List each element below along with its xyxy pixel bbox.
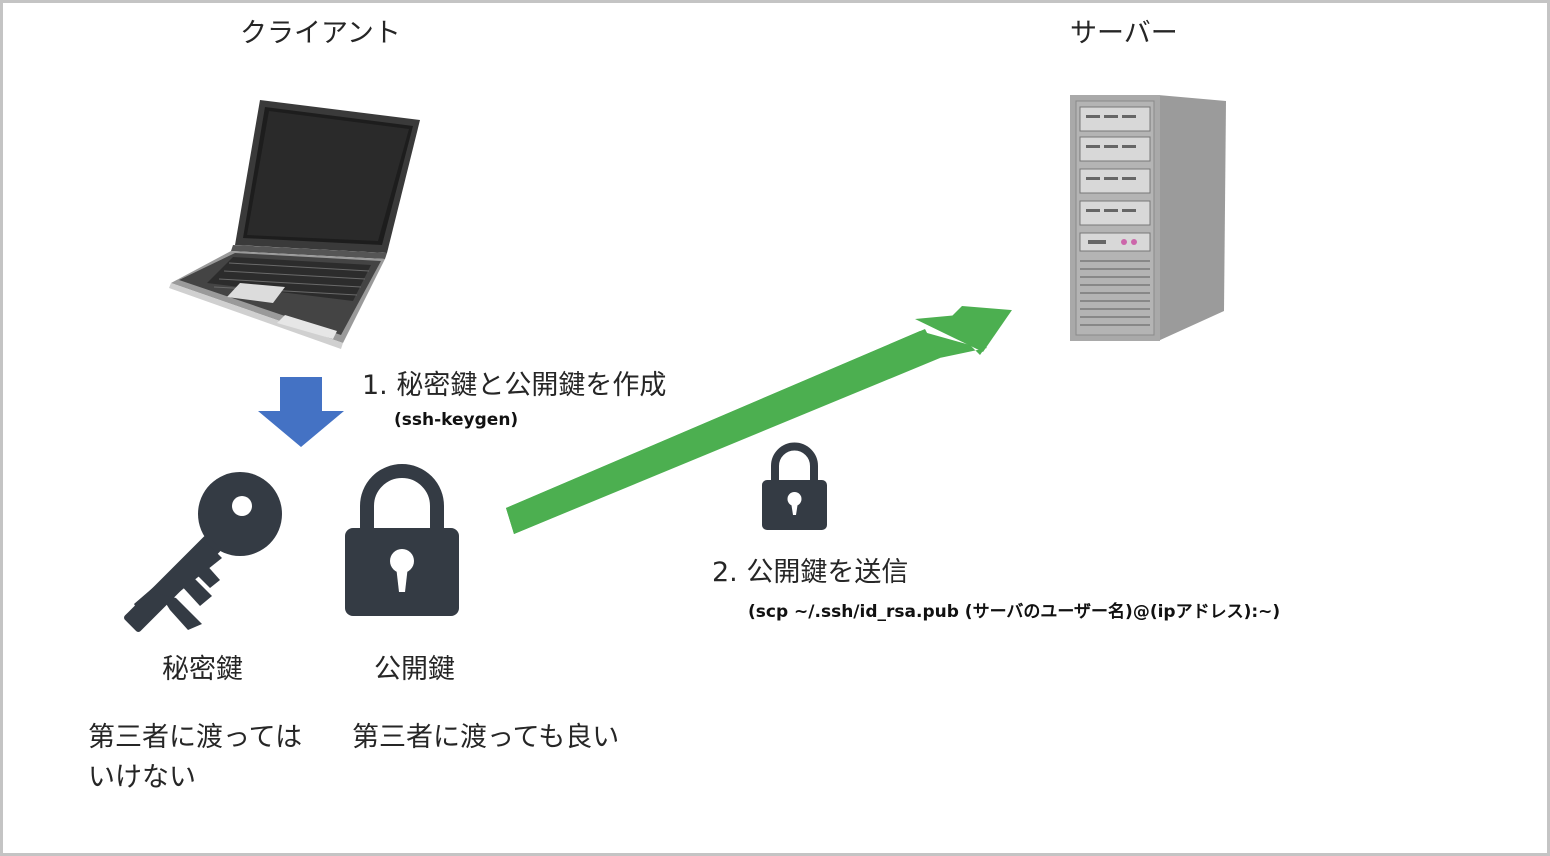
public-key-label: 公開鍵 — [374, 654, 455, 686]
step2-command: (scp ~/.ssh/id_rsa.pub (サーバのユーザー名)@(ipアド… — [748, 597, 1280, 622]
key-icon — [132, 470, 287, 630]
private-key-note-line2: いけない — [88, 758, 302, 798]
padlock-icon-small — [762, 442, 827, 530]
send-arrow-icon — [500, 296, 1020, 541]
private-key-note: 第三者に渡っては いけない — [88, 718, 302, 798]
client-title: クライアント — [240, 18, 401, 50]
down-arrow-icon — [258, 377, 344, 447]
private-key-label: 秘密鍵 — [162, 654, 243, 686]
padlock-icon — [345, 466, 460, 616]
step2-label: 2. 公開鍵を送信 — [712, 550, 908, 589]
server-icon — [1068, 93, 1228, 343]
private-key-note-line1: 第三者に渡っては — [88, 718, 302, 758]
server-title: サーバー — [1070, 18, 1178, 50]
public-key-note: 第三者に渡っても良い — [352, 718, 619, 758]
laptop-icon — [165, 95, 425, 350]
